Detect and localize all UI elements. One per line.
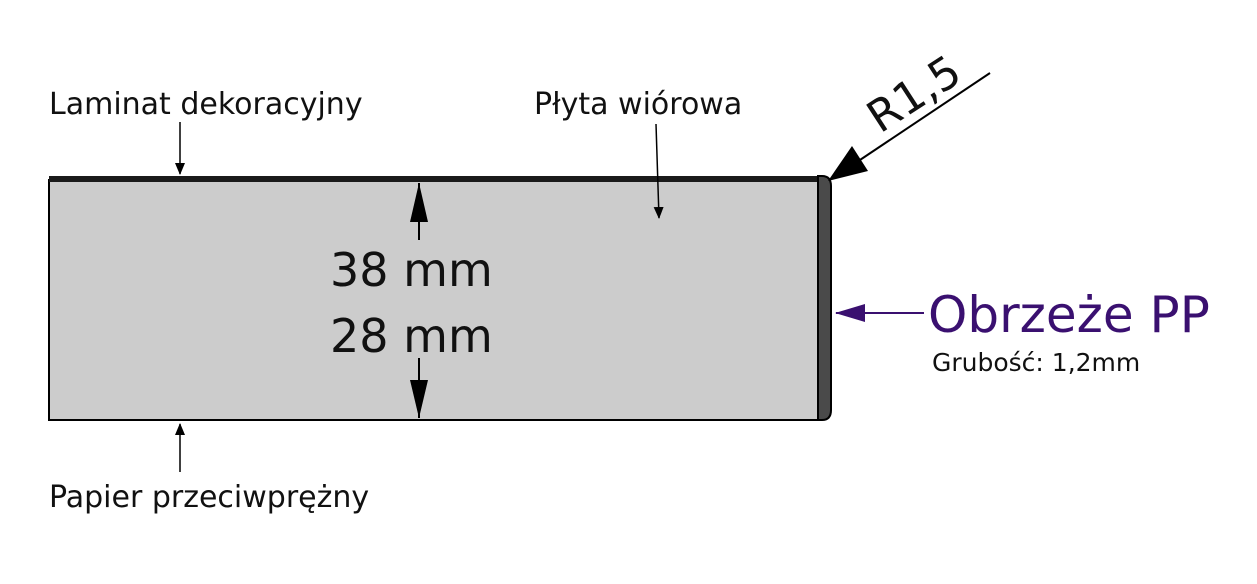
edge-band-label: Obrzeże PP	[928, 286, 1210, 344]
radius-leader-line	[835, 72, 991, 177]
pp-edge-band	[817, 175, 832, 421]
backing-paper-label: Papier przeciwprężny	[49, 480, 369, 515]
chipboard-core	[48, 179, 819, 421]
radius-arrowhead	[828, 146, 868, 181]
laminate-label: Laminat dekoracyjny	[49, 87, 363, 122]
thickness-dimension-arrow-bottom	[410, 380, 428, 418]
board-leader-arrow	[653, 123, 664, 219]
thickness-38mm-label: 38 mm	[330, 243, 493, 297]
decorative-laminate-layer	[49, 176, 820, 182]
edge-thickness-label: Grubość: 1,2mm	[932, 348, 1140, 377]
radius-label: R1,5	[858, 46, 970, 144]
thickness-dimension-arrow-top	[410, 183, 428, 222]
board-label: Płyta wiórowa	[534, 87, 742, 122]
thickness-28mm-label: 28 mm	[330, 309, 493, 363]
